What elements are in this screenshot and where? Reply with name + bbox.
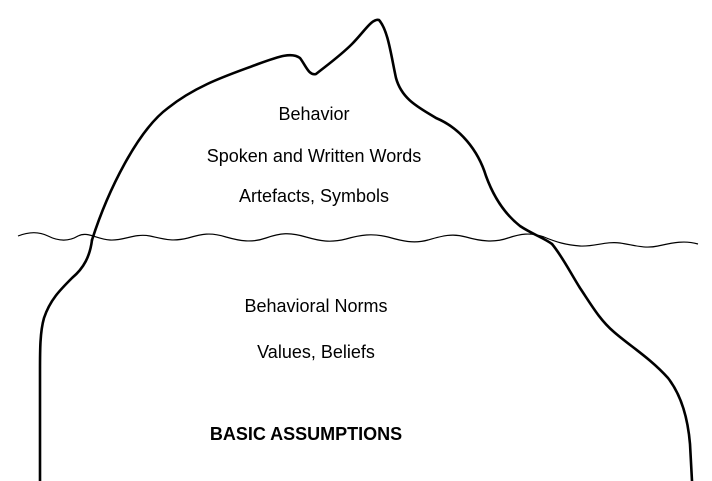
- behavioral-norms-text: Behavioral Norms: [244, 296, 388, 316]
- behavior-text: Behavior: [278, 104, 350, 124]
- water-line: [17, 232, 699, 248]
- values-beliefs-text: Values, Beliefs: [257, 342, 375, 362]
- iceberg-tip-outline: [90, 18, 554, 246]
- basic-assumptions-text: BASIC ASSUMPTIONS: [209, 424, 403, 444]
- iceberg-left-outline: [38, 238, 94, 481]
- spoken-written-words-text: Spoken and Written Words: [206, 146, 422, 166]
- artefacts-symbols-text: Artefacts, Symbols: [238, 186, 390, 206]
- iceberg-right-outline: [550, 242, 694, 481]
